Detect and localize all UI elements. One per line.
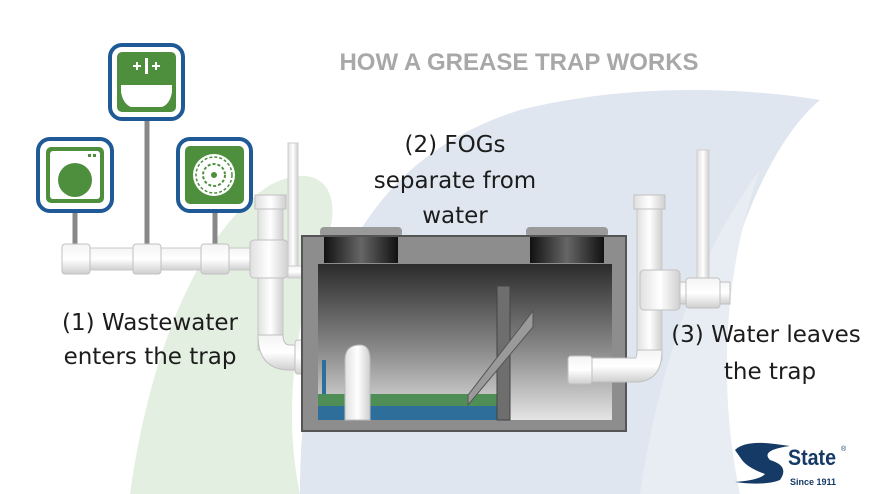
step1-line1: (1) Wastewater	[62, 310, 238, 336]
washing-machine-icon	[36, 137, 114, 213]
outlet-pipe	[567, 149, 731, 385]
step2-line3: water	[422, 203, 488, 229]
logo-tagline: Since 1911	[790, 477, 836, 487]
diagram-title: HOW A GREASE TRAP WORKS	[339, 49, 698, 76]
background-blue-swoosh-right	[640, 170, 760, 494]
step3-line2: the trap	[724, 359, 816, 385]
floor-drain-icon	[176, 137, 253, 213]
step3-line1: (3) Water leaves	[671, 322, 861, 348]
logo-brand: State	[788, 445, 836, 470]
state-logo: State Since 1911 ®	[735, 442, 847, 487]
grease-trap-tank	[301, 227, 627, 432]
step1-line2: enters the trap	[64, 344, 237, 370]
sink-icon	[108, 43, 185, 121]
deflector-plate	[467, 309, 534, 407]
logo-registered-mark: ®	[841, 445, 847, 453]
step2-line2: separate from	[374, 168, 536, 194]
step2-line1: (2) FOGs	[404, 132, 505, 158]
inlet-baffle-pipe	[344, 344, 371, 421]
